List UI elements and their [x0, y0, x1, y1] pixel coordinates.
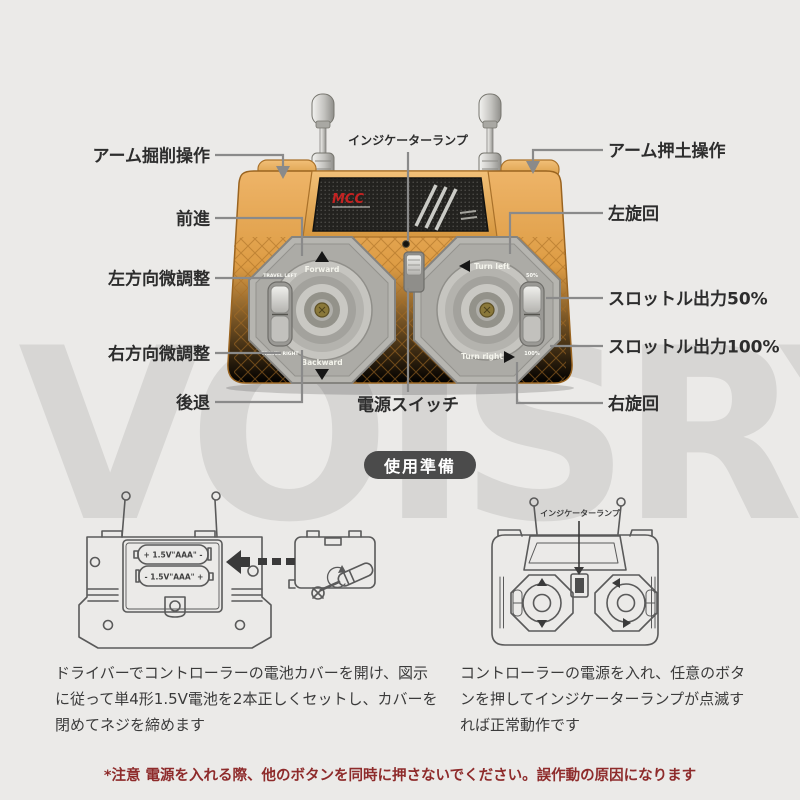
battery-instructions-line1: ドライバーでコントローラーの電池カバーを開け、図示: [55, 664, 429, 682]
cover-screw-hole: [247, 565, 259, 577]
indicator-led: [402, 240, 410, 248]
right-trim-top-label: 50%: [526, 273, 538, 279]
label-turn-left: 左旋回: [608, 204, 659, 225]
label-indicator: インジケーターランプ: [348, 133, 468, 148]
grille-slashes: [414, 184, 458, 231]
label-trim-left: 左方向微調整: [108, 269, 210, 290]
drawn-stick-arrows: [537, 578, 631, 628]
power-on-instructions: コントローラーの電源を入れ、任意のボタ ンを押してインジケーターランプが点滅す …: [460, 660, 745, 738]
battery1-label: + 1.5V"AAA" -: [144, 551, 203, 560]
label-power-switch: 電源スイッチ: [357, 395, 459, 416]
left-trim-switch[interactable]: TRAVEL LEFT TRAVEL RIGHT: [261, 273, 299, 357]
battery-instructions: ドライバーでコントローラーの電池カバーを開け、図示 に従って単4形1.5V電池を…: [55, 660, 437, 738]
controller-photo: MCC: [226, 93, 574, 395]
label-throttle-50: スロットル出力50%: [608, 289, 768, 310]
insert-arrow: [226, 550, 295, 574]
label-backward: 後退: [176, 393, 210, 414]
battery-instructions-line2: に従って単4形1.5V電池を2本正しくセットし、カバーを: [55, 690, 438, 708]
label-throttle-100: スロットル出力100%: [608, 337, 780, 358]
right-trim-switch[interactable]: 50% 100%: [519, 273, 545, 357]
forward-marking: Forward: [305, 265, 340, 274]
brand-logo: MCC: [332, 192, 370, 208]
right-joystick[interactable]: [436, 259, 538, 361]
turn-right-marking: Turn right: [461, 352, 503, 361]
warning-note: *注意 電源を入れる際、他のボタンを同時に押さないでください。誤作動の原因になり…: [103, 768, 697, 784]
left-stick-markings: Forward Backward: [301, 251, 343, 380]
left-joystick[interactable]: [271, 259, 373, 361]
battery2-label: - 1.5V"AAA" +: [145, 573, 204, 582]
battery-install-diagram: + 1.5V"AAA" - - 1.5V"AAA" +: [78, 491, 376, 649]
drawn-indicator-label: インジケーターランプ: [540, 508, 621, 518]
left-trim-top-label: TRAVEL LEFT: [263, 273, 297, 279]
label-trim-right: 右方向微調整: [108, 344, 210, 365]
power-on-instructions-line1: コントローラーの電源を入れ、任意のボタ: [460, 664, 746, 682]
label-turn-right: 右旋回: [608, 394, 659, 415]
label-arm-push: アーム押土操作: [608, 141, 726, 162]
indicator-arrowhead: [574, 567, 584, 575]
battery-instructions-line3: 閉めてネジを締めます: [55, 716, 206, 734]
label-arm-dig: アーム掘削操作: [92, 146, 210, 167]
speaker-grille: MCC: [312, 177, 489, 232]
drawn-power-switch: [575, 578, 584, 593]
grille-marks: [459, 210, 478, 220]
section-badge: 使用準備: [364, 451, 476, 479]
right-trim-bottom-label: 100%: [524, 351, 539, 357]
backward-marking: Backward: [301, 358, 342, 367]
logo-text: MCC: [332, 192, 364, 207]
label-forward: 前進: [176, 209, 210, 230]
power-on-instructions-line3: れば正常動作です: [460, 716, 581, 734]
left-trim-bottom-label: TRAVEL RIGHT: [261, 351, 299, 357]
right-stick-markings: Turn left Turn right: [459, 260, 515, 363]
power-on-instructions-line2: ンを押してインジケーターランプが点滅す: [460, 690, 745, 708]
turn-left-marking: Turn left: [474, 262, 510, 271]
section-badge-label: 使用準備: [383, 457, 456, 476]
power-switch[interactable]: [403, 251, 425, 293]
power-on-diagram: インジケーターランプ: [491, 497, 659, 646]
controller-shadow: [226, 381, 574, 395]
